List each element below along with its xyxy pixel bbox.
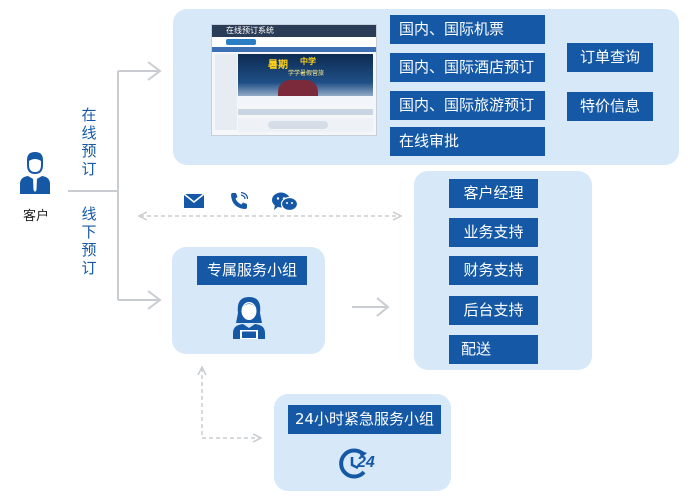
agent-icon	[233, 297, 265, 339]
site-content-row	[238, 109, 373, 115]
site-title: 在线预订系统	[226, 26, 274, 35]
emergency-team-label: 24小时紧急服务小组	[288, 405, 441, 434]
website-screenshot: 在线预订系统 暑期 中学 学学暑假营旅	[211, 24, 377, 136]
dashed-arrow-up-head	[197, 365, 207, 376]
site-banner: 暑期 中学 学学暑假营旅	[238, 54, 373, 106]
dashed-arrow-right-head-2	[252, 433, 263, 443]
site-menu-bar	[212, 47, 376, 52]
banner-snow	[238, 96, 373, 106]
site-map-shape	[268, 121, 328, 129]
site-sidebar	[215, 54, 237, 130]
dashed-arrow-right-head	[392, 211, 403, 221]
arrow-head-team	[147, 290, 162, 310]
arrow-head-support	[376, 297, 390, 317]
service-approval: 在线审批	[390, 127, 545, 156]
banner-text-1: 暑期	[268, 60, 288, 71]
site-header: 在线预订系统	[212, 25, 376, 37]
wechat-icon	[272, 192, 299, 212]
clock-24-badge: 24	[357, 454, 375, 471]
online-booking-label: 在线预订	[81, 106, 97, 178]
special-offers: 特价信息	[567, 92, 653, 121]
support-delivery: 配送	[449, 335, 538, 364]
service-team-label: 专属服务小组	[197, 256, 307, 285]
support-business: 业务支持	[449, 218, 538, 247]
site-logo	[226, 39, 256, 45]
arrow-head-online	[147, 61, 162, 81]
site-nav	[212, 37, 376, 47]
banner-text-2: 中学	[300, 57, 316, 66]
banner-text-3: 学学暑假营旅	[288, 70, 325, 77]
phone-icon	[231, 191, 249, 209]
service-flights: 国内、国际机票	[390, 15, 545, 44]
customer-icon	[20, 152, 50, 194]
support-account-manager: 客户经理	[449, 179, 538, 208]
support-backoffice: 后台支持	[449, 296, 538, 325]
customer-label: 客户	[23, 209, 50, 224]
offline-booking-label: 线下预订	[81, 205, 97, 277]
dashed-arrow-left-head	[137, 211, 148, 221]
service-hotels: 国内、国际酒店预订	[390, 53, 545, 82]
support-finance: 财务支持	[449, 256, 538, 285]
site-map	[238, 118, 373, 132]
service-tours: 国内、国际旅游预订	[390, 91, 545, 120]
clock-24-icon	[339, 448, 367, 479]
order-query: 订单查询	[567, 43, 653, 72]
mail-icon	[183, 193, 205, 208]
